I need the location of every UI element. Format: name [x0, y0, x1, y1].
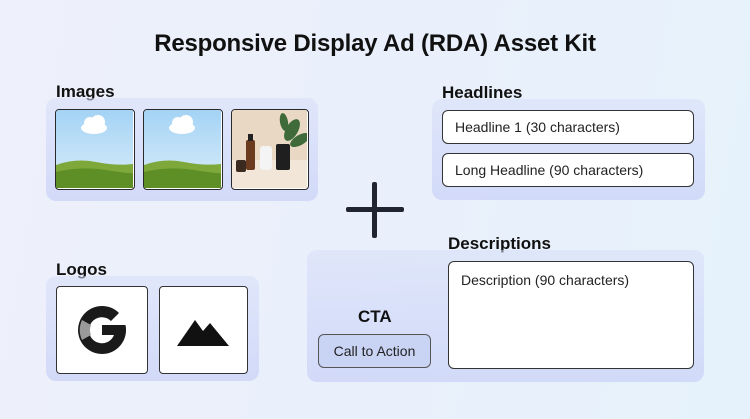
- leaf-icon: [279, 113, 308, 147]
- page-title: Responsive Display Ad (RDA) Asset Kit: [154, 30, 596, 57]
- descriptions-heading: Descriptions: [448, 234, 551, 253]
- landscape-image: [56, 110, 133, 188]
- logo-card-google: [56, 286, 148, 374]
- image-thumb-landscape: [143, 109, 223, 190]
- headlines-heading: Headlines: [442, 83, 523, 102]
- description-field[interactable]: Description (90 characters): [448, 261, 694, 369]
- logos-heading: Logos: [56, 260, 107, 279]
- cta-heading: CTA: [358, 307, 392, 326]
- google-g-logo-icon: [78, 305, 127, 354]
- call-to-action-button[interactable]: Call to Action: [318, 334, 431, 368]
- image-thumb-product: [231, 109, 309, 190]
- logo-card-mountain: [159, 286, 248, 374]
- images-heading: Images: [56, 82, 115, 101]
- image-thumb-landscape: [55, 109, 135, 190]
- cloud-icon: [81, 115, 107, 134]
- plus-icon: [346, 182, 404, 238]
- long-headline-field[interactable]: Long Headline (90 characters): [442, 153, 694, 187]
- product-photo: [232, 110, 308, 188]
- landscape-image: [144, 110, 221, 188]
- headline-1-field[interactable]: Headline 1 (30 characters): [442, 110, 694, 144]
- cloud-icon: [169, 115, 195, 134]
- mountain-logo-icon: [176, 320, 229, 346]
